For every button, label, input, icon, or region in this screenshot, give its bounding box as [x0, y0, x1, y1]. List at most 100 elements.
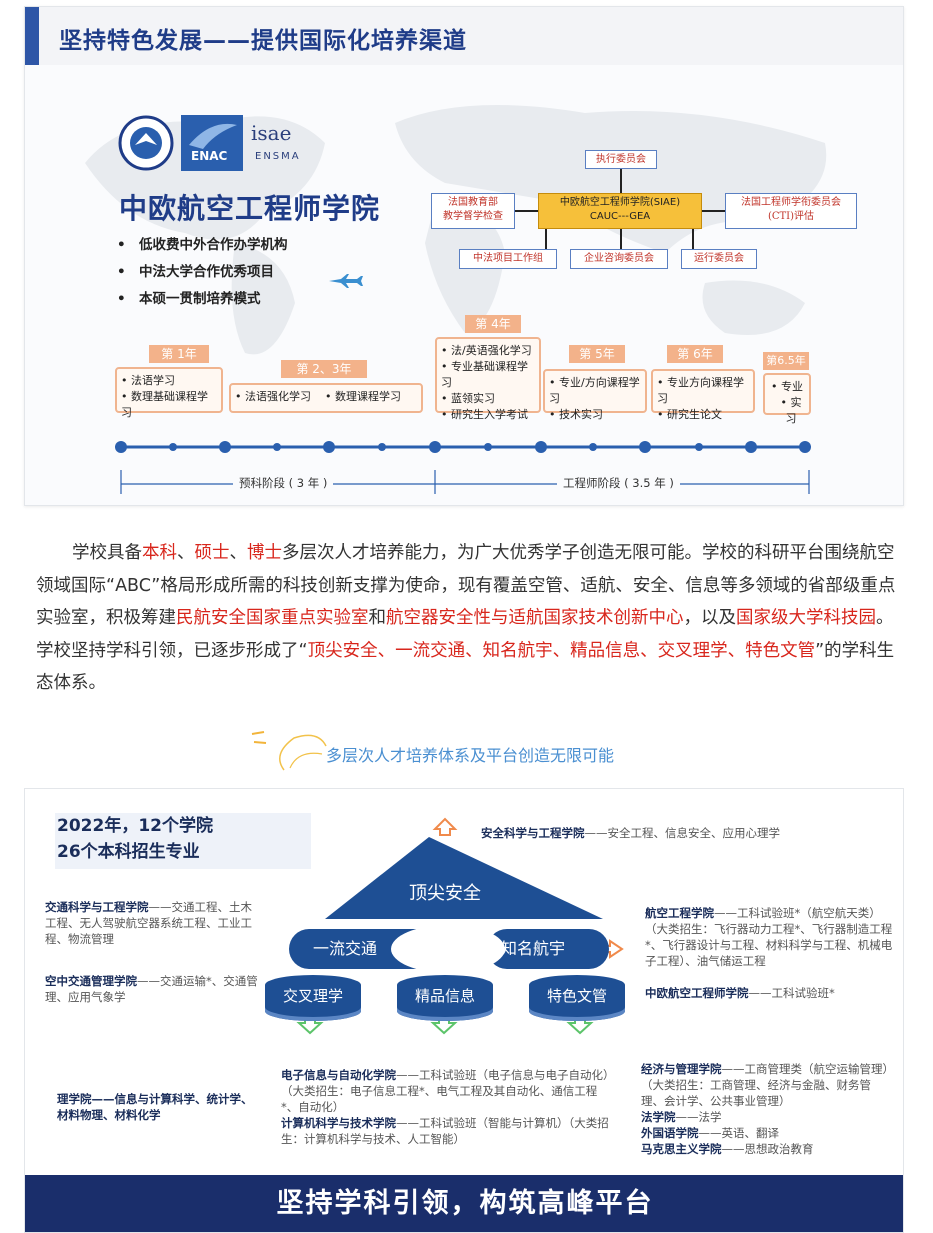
org-operation-committee: 运行委员会: [681, 249, 757, 269]
text-run: 多层次人才培养能力，为广大优秀学子创造无限可能。学校的科研平台围绕航空领域国际“…: [36, 543, 896, 628]
pyramid-top-label: 顶尖安全: [409, 883, 481, 904]
timeline: [115, 441, 811, 494]
enac-logo: ENAC: [181, 115, 243, 171]
timeline-node: [695, 443, 703, 451]
college-name: 中欧航空工程师学院: [645, 986, 749, 1000]
stage-box: 法语学习 数理基础课程学习: [115, 367, 223, 419]
college-majors: ——工科试验班（电子信息与电子自动化）（大类招生：电子信息工程*、电气工程及其自…: [281, 1068, 609, 1114]
text-run: 、: [177, 543, 195, 563]
disc-information: 精品信息: [397, 975, 493, 1021]
stage-item-cont: 实习: [777, 395, 805, 427]
slide-header: 坚持特色发展——提供国际化培养渠道: [25, 7, 903, 65]
timeline-node: [115, 441, 127, 453]
college-majors: ——法学: [675, 1110, 722, 1124]
stage-box: 法语强化学习 数理课程学习: [229, 383, 423, 413]
stage-label: 第 1年: [149, 345, 209, 363]
timeline-node: [273, 443, 281, 451]
stage-box: 法/英语强化学习 专业基础课程学习 蓝领实习 研究生入学考试: [435, 337, 541, 421]
ensma-label: ENSMA: [255, 151, 301, 162]
block-traffic: 交通科学与工程学院——交通工程、土木工程、无人驾驶航空器系统工程、工业工程、物流…: [45, 899, 259, 947]
stage-item: 专业基础课程学习: [441, 359, 535, 391]
timeline-node: [219, 441, 231, 453]
stage-item: 研究生入学考试: [441, 407, 535, 423]
block-ee: 电子信息与自动化学院——工科试验班（电子信息与电子自动化）（大类招生：电子信息工…: [281, 1067, 613, 1115]
stage-item: 研究生论文: [657, 407, 749, 423]
org-connector: [692, 229, 694, 249]
center-ellipse: [391, 925, 505, 973]
stage-item: 专业: [769, 379, 805, 395]
block-marxism: 马克思主义学院——思想政治教育: [641, 1141, 893, 1157]
disc-humanities: 特色文管: [529, 975, 625, 1021]
summary-box: 2022年，12个学院 26个本科招生专业: [55, 813, 311, 869]
org-center-line2: CAUC---GEA: [589, 211, 651, 222]
org-left-line1: 法国教育部: [448, 197, 498, 208]
caption-block: 多层次人才培养体系及平台创造无限可能: [248, 724, 688, 774]
feature-item: 低收费中外合作办学机构: [117, 235, 288, 262]
text-run: ，以及: [683, 608, 737, 628]
timeline-node: [535, 441, 547, 453]
slide-footer-banner: 坚持学科引领，构筑高峰平台: [25, 1175, 903, 1232]
block-science: 理学院——信息与计算科学、统计学、材料物理、材料化学: [57, 1091, 257, 1123]
stage-box: 专业 实习: [763, 373, 811, 425]
stage-label: 第 6年: [667, 345, 723, 363]
stage-item: 法/英语强化学习: [441, 343, 535, 359]
college-majors: ——工科试验班*（航空航天类）（大类招生：飞行器动力工程*、飞行器制造工程*、飞…: [645, 906, 893, 968]
block-econ-group: 经济与管理学院——工商管理类（航空运输管理）（大类招生：工商管理、经济与金融、财…: [641, 1061, 893, 1157]
stage-item: 数理基础课程学习: [121, 389, 217, 421]
college-name: 电子信息与自动化学院: [281, 1068, 396, 1082]
summary-line2: 26个本科招生专业: [57, 842, 200, 862]
text-run: 和: [368, 608, 387, 628]
stage-item: 法语强化学习: [235, 389, 311, 407]
org-right-line1: 法国工程师学衔委员会: [741, 197, 841, 208]
block-econ: 经济与管理学院——工商管理类（航空运输管理）（大类招生：工商管理、经济与金融、财…: [641, 1061, 893, 1109]
disc-science: 交叉理学: [265, 975, 361, 1021]
timeline-node: [169, 443, 177, 451]
header-accent-bar: [25, 7, 39, 65]
org-connector: [515, 210, 538, 212]
enac-label: ENAC: [191, 149, 228, 163]
stage-item: 专业方向课程学习: [657, 375, 749, 407]
college-majors: ——英语、翻译: [698, 1126, 780, 1140]
stage-item: 专业/方向课程学习: [549, 375, 641, 407]
college-name: 法学院: [641, 1110, 676, 1124]
college-name: 交通科学与工程学院: [45, 900, 149, 914]
stage-item: 蓝领实习: [441, 391, 535, 407]
slide-disciplines: 2022年，12个学院 26个本科招生专业 顶尖安全 一流交通 知名航宇 交叉理…: [24, 788, 904, 1233]
cauc-logo: [118, 115, 174, 171]
pyramid-triangle: [325, 837, 603, 919]
stage-item: 法语学习: [121, 373, 217, 389]
isae-label: isae: [251, 121, 292, 145]
feature-item: 中法大学合作优秀项目: [117, 262, 288, 289]
caption-decor-icon: [251, 731, 327, 771]
timeline-node: [589, 443, 597, 451]
isae-ensma-logo: isae ENSMA: [247, 115, 323, 171]
college-majors: ——思想政治教育: [721, 1142, 814, 1156]
phase-prep: 预科阶段 ( 3 年 ): [233, 475, 334, 491]
org-center-line1: 中欧航空工程师学院(SIAE): [559, 197, 681, 208]
block-aero: 航空工程学院——工科试验班*（航空航天类）（大类招生：飞行器动力工程*、飞行器制…: [645, 905, 893, 969]
block-ee-cs: 电子信息与自动化学院——工科试验班（电子信息与电子自动化）（大类招生：电子信息工…: [281, 1067, 613, 1147]
org-cti: 法国工程师学衔委员会 (CTI)评估: [725, 193, 857, 229]
org-connector: [545, 229, 547, 249]
block-atm: 空中交通管理学院——交通运输*、交通管理、应用气象学: [45, 973, 259, 1005]
college-majors: ——安全工程、信息安全、应用心理学: [584, 826, 781, 840]
college-majors: ——工科试验班（智能与计算机）（大类招生：计算机科学与技术、人工智能）: [281, 1116, 609, 1146]
college-name: 经济与管理学院: [641, 1062, 722, 1076]
text-run: 。学校坚持学科引领，已逐步形成了“: [36, 608, 894, 661]
stage-label: 第 4年: [465, 315, 521, 333]
college-name: 安全科学与工程学院: [481, 826, 585, 840]
org-ministry-education: 法国教育部 教学督学检查: [431, 193, 515, 229]
school-name: 中欧航空工程师学院: [119, 192, 381, 225]
timeline-node: [323, 441, 335, 453]
stage-label: 第 5年: [569, 345, 625, 363]
stage-label: 第6.5年: [763, 352, 809, 370]
org-exec-committee: 执行委员会: [585, 150, 657, 169]
org-right-line2: (CTI)评估: [767, 211, 815, 222]
block-law: 法学院——法学: [641, 1109, 893, 1125]
highlight-text: 硕士: [194, 543, 230, 563]
college-name: 马克思主义学院: [641, 1142, 722, 1156]
block-safety: 安全科学与工程学院——安全工程、信息安全、应用心理学: [481, 825, 861, 841]
text-run: 、: [229, 543, 248, 563]
stage-item: 数理课程学习: [325, 389, 401, 407]
timeline-node: [429, 441, 441, 453]
